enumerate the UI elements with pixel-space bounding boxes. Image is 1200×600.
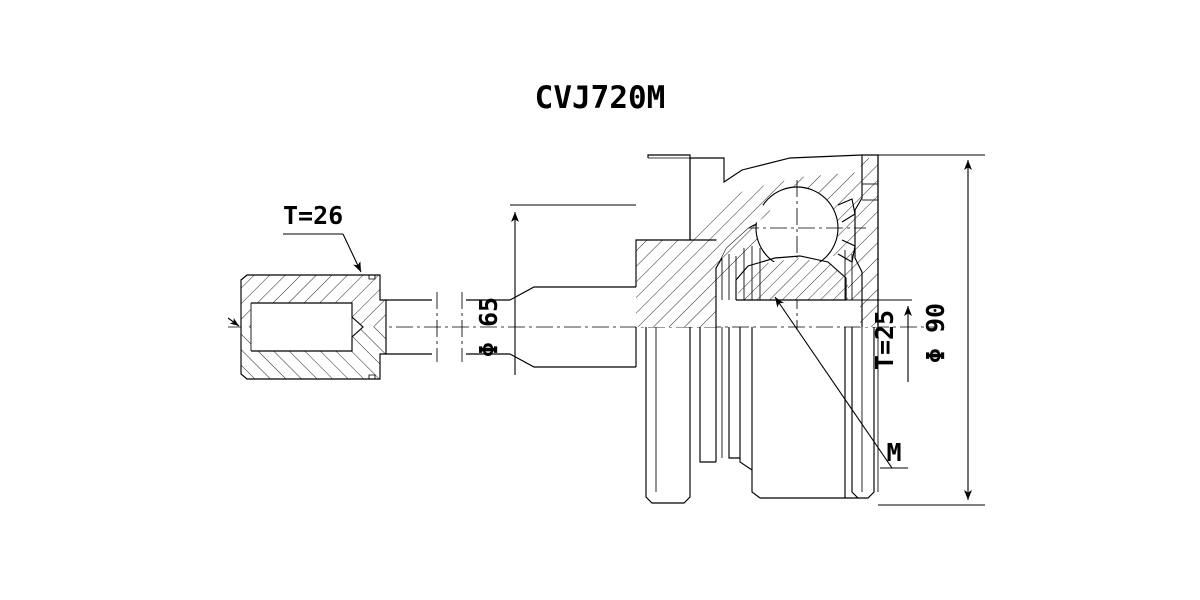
dimension-t26: T=26 (283, 201, 362, 273)
lower-flange-body (645, 327, 691, 504)
outer-race-right-wall (854, 155, 863, 327)
lower-race-a (751, 327, 761, 499)
lower-body-d (728, 327, 740, 459)
shaft-taper-top (509, 286, 636, 301)
m-leader-line (774, 296, 893, 469)
callout-m: M (774, 296, 908, 469)
dimension-phi65: Φ 65 (474, 204, 636, 375)
cage-segment-upper-right (837, 198, 856, 223)
upper-groove-hatch (712, 200, 772, 268)
phi65-label: Φ 65 (474, 297, 503, 357)
t26-label: T=26 (283, 201, 343, 230)
spline-top-notch (368, 275, 376, 280)
t25-label: T=25 (870, 310, 899, 370)
lower-race-right-cap (851, 327, 875, 499)
cv-joint-housing (635, 154, 879, 330)
lower-body-e (739, 327, 753, 471)
housing-upper-outline (635, 154, 879, 327)
spline-hub-assembly (227, 274, 387, 380)
spline-bore-fill (251, 303, 363, 351)
dimension-phi90: Φ 90 (878, 154, 985, 506)
page-title: CVJ720M (535, 80, 666, 116)
t26-leader-diagonal (342, 233, 362, 273)
inner-race-hatch (736, 258, 848, 300)
boot-clamp-tab (647, 154, 691, 240)
shaft-taper-bottom (509, 353, 636, 368)
housing-hatch-skirt (636, 287, 716, 327)
drive-shaft (386, 286, 636, 368)
cv-joint-lower-outline (635, 327, 879, 504)
inner-race-outline (735, 255, 847, 300)
m-label: M (886, 438, 901, 467)
bore-centerline-arrow (227, 317, 240, 327)
dimension-t25: T=25 (846, 299, 912, 382)
cage-pocket-left-top (715, 257, 723, 269)
phi90-label: Φ 90 (921, 303, 950, 363)
lower-body-a (699, 327, 716, 463)
spline-bottom-notch (368, 374, 376, 379)
